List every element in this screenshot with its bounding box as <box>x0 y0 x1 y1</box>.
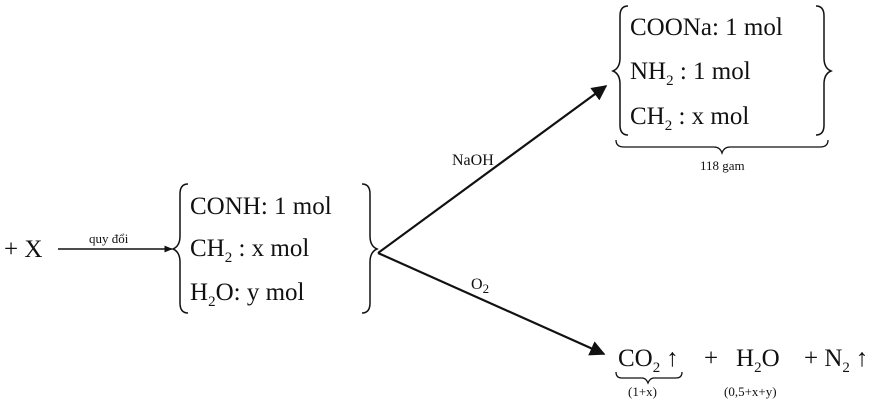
upper-row-nh2: NH2 : 1 mol <box>630 58 751 89</box>
naoh-label: NaOH <box>452 152 494 169</box>
plus-sign-1: + <box>704 345 718 372</box>
n2-product: + N2↑ <box>804 345 868 376</box>
co2-product: CO2↑ <box>618 345 679 376</box>
convert-arrow-label: quy đổi <box>89 231 129 246</box>
upper-row-ch2: CH2 : x mol <box>630 103 749 134</box>
upper-row-coona: COONa: 1 mol <box>630 14 783 41</box>
co2-underbrace <box>615 371 683 385</box>
upper-right-brace <box>815 5 833 136</box>
co2-amount: (1+x) <box>628 384 657 399</box>
mid-right-brace <box>361 183 379 314</box>
mid-left-brace <box>171 183 189 314</box>
reactant-x-label: + X <box>4 236 42 263</box>
mid-row-ch2: CH2 : x mol <box>190 235 309 266</box>
h2o-amount: (0,5+x+y) <box>724 384 777 399</box>
mid-row-conh: CONH: 1 mol <box>190 193 332 220</box>
naoh-arrow <box>377 85 608 254</box>
o2-label: O2 <box>471 276 489 296</box>
mid-row-h2o: H2O: y mol <box>190 279 305 310</box>
o2-arrow <box>377 251 606 356</box>
mass-underbrace <box>615 139 829 156</box>
h2o-product: H2O <box>736 345 780 376</box>
upper-left-brace <box>611 5 629 136</box>
mass-label: 118 gam <box>700 158 745 173</box>
